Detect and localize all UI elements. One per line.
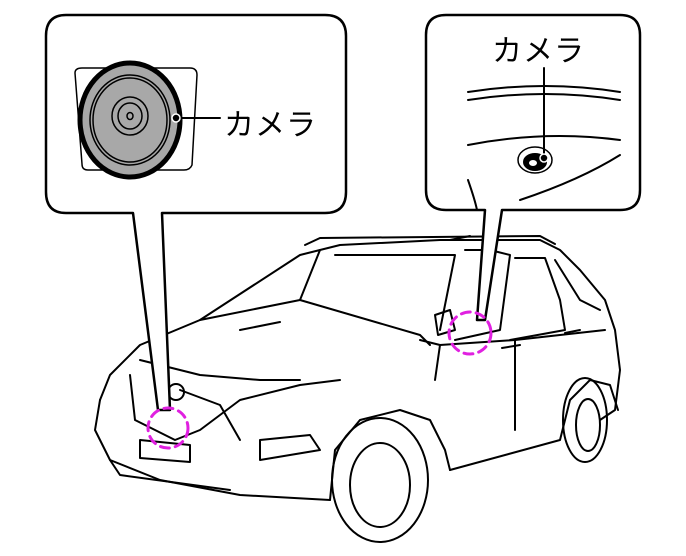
side-camera-label: カメラ xyxy=(492,34,585,69)
side-camera-callout xyxy=(424,13,642,322)
front-camera-location-highlight xyxy=(146,406,190,450)
car-illustration xyxy=(94,235,621,543)
front-camera-label: カメラ xyxy=(224,108,317,143)
front-camera-callout xyxy=(44,13,348,412)
side-camera-location-highlight xyxy=(447,310,493,356)
